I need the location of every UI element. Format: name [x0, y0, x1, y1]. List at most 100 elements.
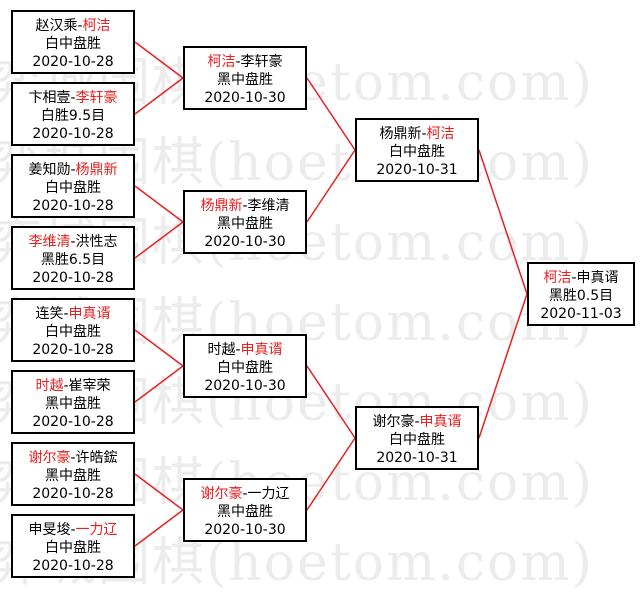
- match-players: 柯洁-李轩豪: [185, 53, 305, 71]
- player-white: 李轩豪: [240, 54, 283, 70]
- match-players: 连笑-申真谞: [13, 305, 133, 323]
- match-result: 黑中盘胜: [45, 468, 101, 484]
- match-result: 黑中盘胜: [217, 72, 273, 88]
- bracket-connector: [478, 293, 528, 439]
- vs-separator: -: [77, 18, 83, 34]
- bracket-connector: [306, 149, 356, 223]
- vs-separator: -: [70, 234, 76, 250]
- match-result: 黑胜0.5目: [548, 288, 614, 304]
- player-white: 申真谞: [240, 342, 283, 358]
- vs-separator: -: [70, 90, 76, 106]
- match-result: 白中盘胜: [389, 144, 445, 160]
- match-box-r3m1: 杨鼎新-柯洁白中盘胜 2020-10-31: [355, 118, 479, 182]
- match-players: 时越-申真谞: [185, 341, 305, 359]
- vs-separator: -: [70, 162, 76, 178]
- match-result: 白胜9.5目: [40, 108, 106, 124]
- bracket-connector: [306, 365, 356, 439]
- match-players: 杨鼎新-李维清: [185, 197, 305, 215]
- match-date: 2020-10-28: [32, 270, 114, 286]
- match-date: 2020-10-28: [32, 342, 114, 358]
- match-date: 2020-10-28: [32, 126, 114, 142]
- match-players: 柯洁-申真谞: [529, 269, 633, 287]
- player-black: 连笑: [35, 306, 64, 322]
- match-players: 卞相壹-李轩豪: [13, 89, 133, 107]
- match-date: 2020-10-31: [376, 162, 458, 178]
- bracket-connector: [134, 185, 184, 223]
- match-players: 李维清-洪性志: [13, 233, 133, 251]
- match-players: 谢尔豪-许皓鋐: [13, 449, 133, 467]
- match-result: 白中盘胜: [45, 540, 101, 556]
- player-white: 申真谞: [68, 306, 111, 322]
- player-white: 崔宰荣: [68, 378, 111, 394]
- match-date: 2020-10-30: [204, 234, 286, 250]
- player-white: 一力辽: [247, 486, 290, 502]
- match-players: 时越-崔宰荣: [13, 377, 133, 395]
- match-players: 姜知勋-杨鼎新: [13, 161, 133, 179]
- player-black: 姜知勋: [28, 162, 71, 178]
- match-result: 白中盘胜: [45, 36, 101, 52]
- player-white: 申真谞: [419, 414, 462, 430]
- match-date: 2020-10-28: [32, 414, 114, 430]
- match-box-r2m4: 谢尔豪-一力辽黑中盘胜 2020-10-30: [183, 478, 307, 542]
- player-black: 柯洁: [543, 270, 572, 286]
- bracket-connector: [134, 509, 184, 547]
- bracket-connector: [134, 41, 184, 79]
- player-white: 许皓鋐: [75, 450, 118, 466]
- match-result: 白中盘胜: [389, 432, 445, 448]
- match-players: 谢尔豪-申真谞: [357, 413, 477, 431]
- match-date: 2020-10-28: [32, 198, 114, 214]
- match-players: 杨鼎新-柯洁: [357, 125, 477, 143]
- player-white: 李轩豪: [75, 90, 118, 106]
- match-date: 2020-10-30: [204, 378, 286, 394]
- player-black: 柯洁: [207, 54, 236, 70]
- vs-separator: -: [421, 126, 427, 142]
- player-black: 时越: [35, 378, 64, 394]
- match-date: 2020-10-30: [204, 522, 286, 538]
- player-black: 杨鼎新: [379, 126, 422, 142]
- vs-separator: -: [414, 414, 420, 430]
- match-result: 白中盘胜: [45, 180, 101, 196]
- vs-separator: -: [235, 54, 241, 70]
- player-black: 谢尔豪: [28, 450, 71, 466]
- vs-separator: -: [70, 522, 76, 538]
- match-result: 黑中盘胜: [217, 504, 273, 520]
- bracket-connector: [134, 365, 184, 403]
- bracket-connector: [134, 473, 184, 511]
- vs-separator: -: [63, 306, 69, 322]
- player-black: 卞相壹: [28, 90, 71, 106]
- match-players: 谢尔豪-一力辽: [185, 485, 305, 503]
- player-white: 洪性志: [75, 234, 118, 250]
- player-white: 申真谞: [576, 270, 619, 286]
- player-black: 申旻埈: [28, 522, 71, 538]
- match-box-r1m6: 时越-崔宰荣黑中盘胜 2020-10-28: [11, 370, 135, 434]
- player-black: 谢尔豪: [372, 414, 415, 430]
- player-white: 杨鼎新: [75, 162, 118, 178]
- match-result: 黑中盘胜: [45, 396, 101, 412]
- match-players: 赵汉乘-柯洁: [13, 17, 133, 35]
- vs-separator: -: [571, 270, 577, 286]
- match-players: 申旻埈-一力辽: [13, 521, 133, 539]
- player-white: 一力辽: [75, 522, 118, 538]
- vs-separator: -: [70, 450, 76, 466]
- player-white: 李维清: [247, 198, 290, 214]
- match-result: 白中盘胜: [217, 360, 273, 376]
- match-box-r2m3: 时越-申真谞白中盘胜 2020-10-30: [183, 334, 307, 398]
- vs-separator: -: [242, 486, 248, 502]
- player-black: 杨鼎新: [200, 198, 243, 214]
- match-date: 2020-10-30: [204, 90, 286, 106]
- bracket-connector: [306, 437, 356, 511]
- bracket-connector: [306, 77, 356, 151]
- bracket-connector: [134, 329, 184, 367]
- match-result: 白中盘胜: [45, 324, 101, 340]
- bracket-connector: [134, 77, 184, 115]
- bracket-connector: [134, 221, 184, 259]
- match-date: 2020-11-03: [540, 306, 622, 322]
